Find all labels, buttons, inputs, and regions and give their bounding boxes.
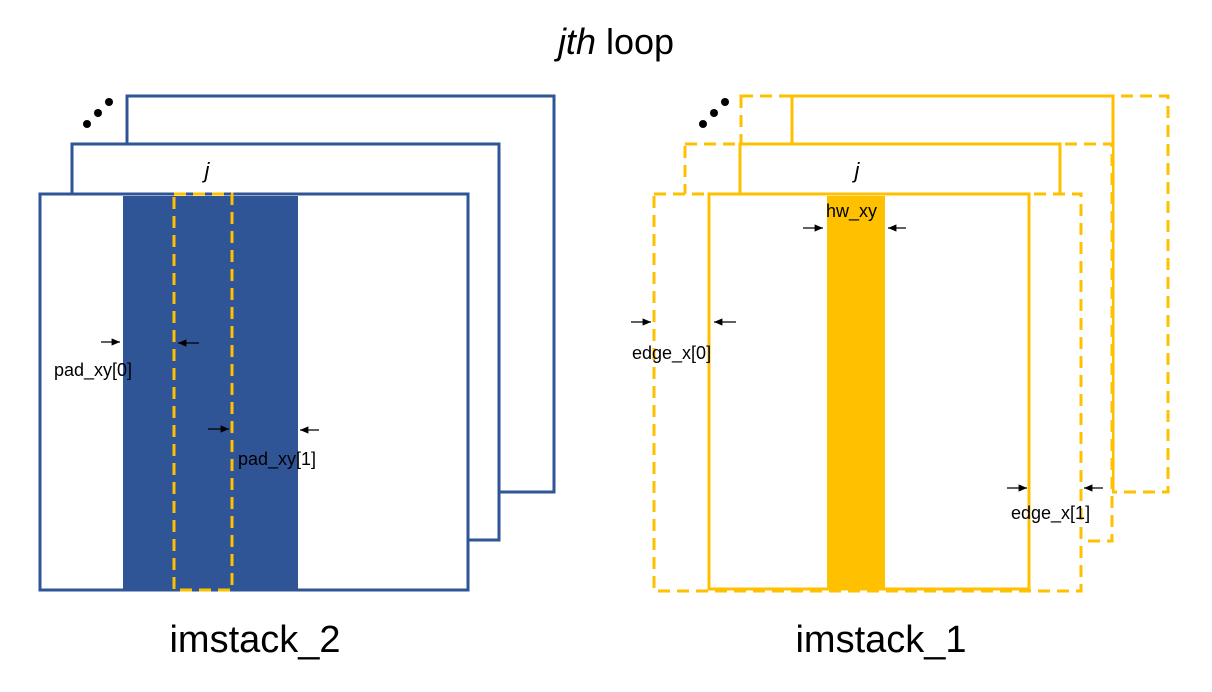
left-ellipsis-icon — [83, 98, 113, 128]
pad1-label: pad_xy[1] — [238, 449, 316, 470]
right-stack-caption: imstack_1 — [795, 619, 966, 661]
title-rest: loop — [596, 21, 674, 62]
edge0-label: edge_x[0] — [632, 343, 711, 364]
right-frame-label: j — [852, 158, 861, 183]
right-stack: j hw_xy edge_x[0] edge_x[1] imstack_1 — [631, 94, 1170, 661]
pad0-label: pad_xy[0] — [54, 360, 132, 381]
right-ellipsis-icon — [699, 98, 729, 128]
hw-label: hw_xy — [826, 201, 877, 222]
left-frame-label: j — [202, 158, 211, 183]
left-stack: j pad_xy[0] pad_xy[1] imstack_2 — [38, 94, 556, 661]
edge1-label: edge_x[1] — [1011, 503, 1090, 524]
left-yellow-dashed-region — [172, 192, 234, 592]
right-yellow-band — [827, 196, 885, 588]
diagram-title: jth loop — [553, 21, 674, 62]
title-italic: jth — [553, 21, 596, 62]
left-stack-caption: imstack_2 — [169, 619, 340, 661]
left-blue-band — [123, 196, 298, 589]
